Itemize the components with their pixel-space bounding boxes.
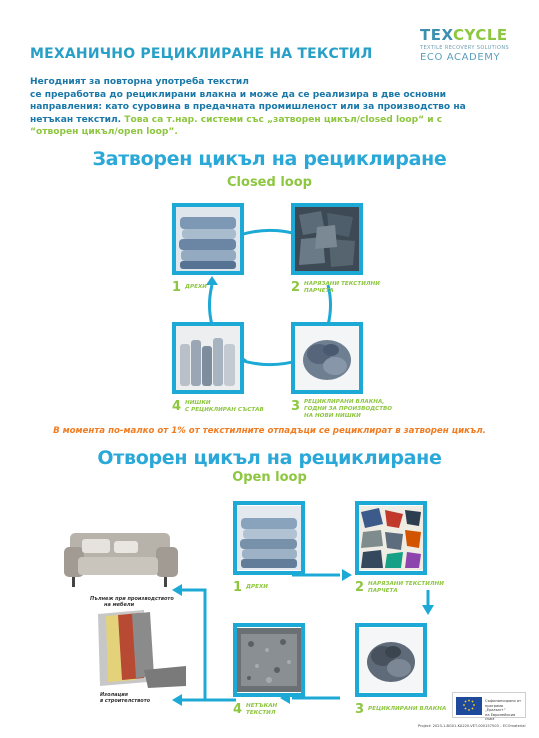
closed-step3-label-3: НА НОВИ НИШКИ bbox=[304, 412, 361, 419]
cut-textile-pieces-image bbox=[295, 207, 359, 271]
closed-step1-number: 1 bbox=[172, 280, 182, 295]
closed-step3-caption: 3 РЕЦИКЛИРАНИ ВЛАКНА, ГОДНИ ЗА ПРОИЗВОДС… bbox=[291, 399, 392, 419]
closed-loop-title: Затворен цикъл на рециклиране bbox=[92, 148, 447, 170]
closed-step3-label-2: ГОДНИ ЗА ПРОИЗВОДСТВО bbox=[304, 405, 393, 412]
intro-line-4a: нетъкан текстил. bbox=[30, 114, 125, 125]
intro-paragraph: Негодният за повторна употреба текстил с… bbox=[30, 76, 510, 139]
open-step4-photo bbox=[233, 623, 305, 697]
closed-step1-caption: 1 ДРЕХИ bbox=[172, 280, 207, 295]
intro-line-5: “отворен цикъл/open loop”. bbox=[30, 127, 178, 138]
logo-part1: TEX bbox=[420, 26, 454, 44]
open-step4-label-2: ТЕКСТИЛ bbox=[246, 709, 276, 716]
recycled-fibers-image bbox=[359, 628, 423, 692]
cut-textile-pieces-image bbox=[359, 506, 423, 570]
closed-step2-caption: 2 НАРЯЗАНИ ТЕКСТИЛНИ ПАРЧЕТА bbox=[291, 280, 380, 295]
intro-line-2: се преработва до рециклирани влакна и мо… bbox=[30, 89, 446, 100]
open-step4-number: 4 bbox=[233, 702, 243, 717]
open-step4-caption: 4 НЕТЪКАН ТЕКСТИЛ bbox=[233, 702, 277, 717]
open-step2-label-2: ПАРЧЕТА bbox=[368, 587, 398, 594]
eu-flag-icon bbox=[456, 697, 482, 715]
open-step2-photo bbox=[355, 501, 427, 575]
intro-line-1: Негодният за повторна употреба текстил bbox=[30, 77, 249, 87]
sofa-image bbox=[64, 533, 178, 587]
closed-step3-label-1: РЕЦИКЛИРАНИ ВЛАКНА, bbox=[304, 399, 385, 405]
open-step3-caption: 3 РЕЦИКЛИРАНИ ВЛАКНА bbox=[355, 702, 446, 717]
closed-step3-photo bbox=[291, 322, 363, 394]
open-step2-label-1: НАРЯЗАНИ ТЕКСТИЛНИ bbox=[368, 581, 444, 587]
open-loop-title: Отворен цикъл на рециклиране bbox=[97, 447, 442, 469]
intro-line-3: направления: като суровина в предачната … bbox=[30, 102, 466, 113]
recycled-fibers-image bbox=[295, 326, 359, 390]
open-step1-number: 1 bbox=[233, 580, 243, 595]
yarn-spools-image bbox=[176, 326, 240, 390]
furniture-caption-line-1: Пълнеж при производството bbox=[90, 596, 174, 602]
open-loop-subtitle: Open loop bbox=[232, 470, 307, 485]
open-step1-caption: 1 ДРЕХИ bbox=[233, 580, 268, 595]
closed-step4-number: 4 bbox=[172, 399, 182, 414]
closed-step2-label-1: НАРЯЗАНИ ТЕКСТИЛНИ bbox=[304, 281, 380, 287]
folded-clothes-image bbox=[237, 506, 301, 570]
project-code: Project: 2023-1-BG01-KA220-VET-000157503… bbox=[418, 724, 526, 728]
logo-tagline: TEXTILE RECOVERY SOLUTIONS bbox=[420, 45, 510, 51]
furniture-caption-line-2: на мебели bbox=[104, 602, 135, 608]
eu-text-line-1: Съфинансирано от програма bbox=[485, 699, 522, 708]
closed-loop-fact: В момента по-малко от 1% от текстилните … bbox=[53, 426, 486, 436]
closed-step1-label: ДРЕХИ bbox=[185, 284, 207, 290]
insulation-caption-line-1: Изолация bbox=[100, 692, 128, 698]
closed-step4-label-1: НИШКИ bbox=[185, 400, 211, 406]
nonwoven-felt-image bbox=[237, 628, 301, 692]
insulation-caption: Изолация в строителството bbox=[100, 692, 150, 704]
logo-academy: ECO ACADEMY bbox=[420, 52, 501, 63]
open-step2-number: 2 bbox=[355, 580, 365, 595]
closed-step3-number: 3 bbox=[291, 399, 301, 414]
open-arrow-to-furniture bbox=[182, 588, 236, 702]
eu-text-line-2: „Еразъм+“ bbox=[485, 708, 506, 713]
closed-step2-number: 2 bbox=[291, 280, 301, 295]
eu-text-line-3: на Европейския съюз bbox=[485, 712, 516, 722]
closed-step4-caption: 4 НИШКИ С РЕЦИКЛИРАН СЪСТАВ bbox=[172, 399, 264, 414]
folded-clothes-image bbox=[176, 207, 240, 271]
open-step1-photo bbox=[233, 501, 305, 575]
open-step3-label: РЕЦИКЛИРАНИ ВЛАКНА bbox=[368, 706, 447, 712]
wall-insulation-image bbox=[98, 610, 186, 688]
open-step3-photo bbox=[355, 623, 427, 697]
page-title: МЕХАНИЧНО РЕЦИКЛИРАНЕ НА ТЕКСТИЛ bbox=[30, 46, 373, 62]
open-step1-label: ДРЕХИ bbox=[246, 584, 268, 590]
open-step2-caption: 2 НАРЯЗАНИ ТЕКСТИЛНИ ПАРЧЕТА bbox=[355, 580, 444, 595]
closed-loop-subtitle: Closed loop bbox=[227, 175, 312, 190]
furniture-caption: Пълнеж при производството на мебели bbox=[90, 596, 174, 608]
insulation-caption-line-2: в строителството bbox=[100, 698, 151, 704]
closed-step4-photo bbox=[172, 322, 244, 394]
eu-cofunded-badge: Съфинансирано от програма „Еразъм+“ на Е… bbox=[452, 692, 526, 721]
closed-step1-photo bbox=[172, 203, 244, 275]
closed-step4-label-2: С РЕЦИКЛИРАН СЪСТАВ bbox=[185, 406, 264, 413]
intro-line-4b: Това са т.нар. системи със „затворен цик… bbox=[124, 114, 443, 125]
closed-step2-label-2: ПАРЧЕТА bbox=[304, 287, 334, 294]
logo-part2: CYCLE bbox=[453, 26, 508, 44]
open-step4-label-1: НЕТЪКАН bbox=[246, 703, 278, 709]
texcycle-logo: TEXCYCLE TEXTILE RECOVERY SOLUTIONS ECO … bbox=[420, 26, 525, 63]
closed-step2-photo bbox=[291, 203, 363, 275]
open-step3-number: 3 bbox=[355, 702, 365, 717]
